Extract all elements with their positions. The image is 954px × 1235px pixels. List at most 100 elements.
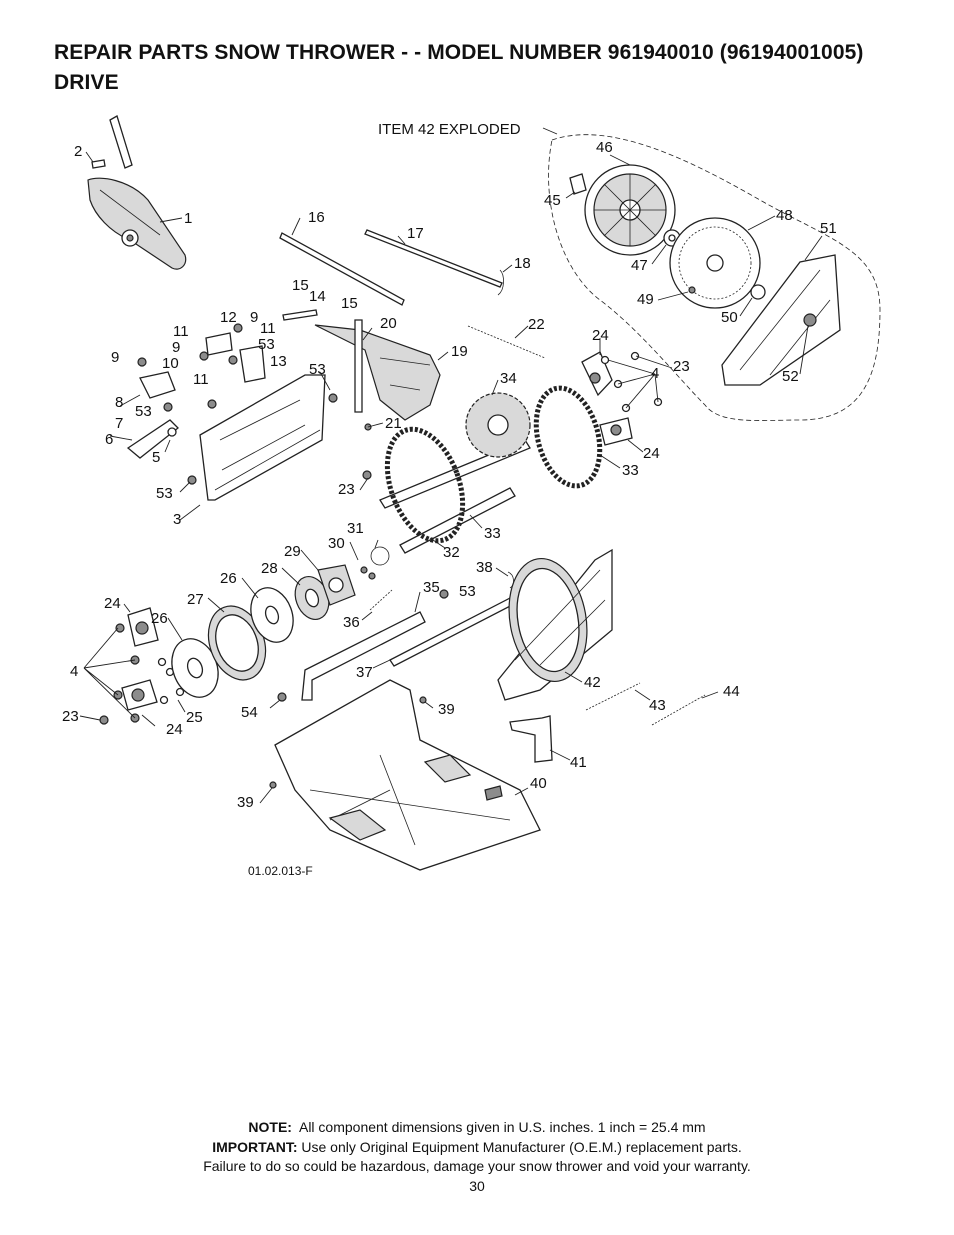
callout-31: 31: [347, 520, 364, 537]
callout-53c: 53: [135, 403, 152, 420]
important-label: IMPORTANT:: [212, 1139, 298, 1155]
footer-note: NOTE: All component dimensions given in …: [0, 1117, 954, 1137]
part-52-nut: [803, 313, 817, 327]
callout-39a: 39: [438, 701, 455, 718]
part-2-screw: [91, 159, 106, 169]
part-19-bracket: [314, 324, 441, 421]
callout-52: 52: [782, 368, 799, 385]
part-3-side-plate: [199, 374, 326, 501]
callout-26a: 26: [220, 570, 237, 587]
callout-numbers: 2 1 16 17 18 15 14 15 12 9 11 11 20 22 5…: [62, 139, 837, 811]
part-16-shaft: [279, 232, 405, 306]
part-6-arm: [126, 419, 179, 459]
part-35-bracket: [301, 611, 426, 701]
callout-34: 34: [500, 370, 517, 387]
title-line-1: REPAIR PARTS SNOW THROWER - - MODEL NUMB…: [54, 41, 864, 64]
part-37-shaft: [389, 596, 517, 667]
part-44-spring: [651, 694, 706, 726]
item-42-exploded-boundary: [548, 134, 881, 421]
part-43-spring: [585, 682, 641, 711]
callout-2: 2: [74, 143, 82, 160]
callout-24d: 24: [166, 721, 183, 738]
callout-24b: 24: [643, 445, 660, 462]
part-33-chain-a: [384, 426, 466, 544]
part-45-bolt: [569, 173, 587, 195]
callout-40: 40: [530, 775, 547, 792]
footer-important: IMPORTANT: Use only Original Equipment M…: [0, 1137, 954, 1157]
callout-20: 20: [380, 315, 397, 332]
callout-26b: 26: [151, 610, 168, 627]
callout-50: 50: [721, 309, 738, 326]
callout-11c: 11: [193, 371, 209, 388]
part-41-bracket: [509, 715, 553, 763]
callout-21: 21: [385, 415, 402, 432]
callout-43: 43: [649, 697, 666, 714]
callout-16: 16: [308, 209, 325, 226]
callout-9b: 9: [172, 339, 180, 356]
callout-23a: 23: [338, 481, 355, 498]
callout-53b: 53: [309, 361, 326, 378]
callout-9a: 9: [250, 309, 258, 326]
callout-29: 29: [284, 543, 301, 560]
part-33-chain-b: [533, 385, 603, 489]
callout-24a: 24: [592, 327, 609, 344]
callout-47: 47: [631, 257, 648, 274]
part-14-link: [282, 309, 318, 321]
callout-22: 22: [528, 316, 545, 333]
callout-53e: 53: [459, 583, 476, 600]
callout-24c: 24: [104, 595, 121, 612]
callout-33b: 33: [622, 462, 639, 479]
callout-4a: 4: [651, 365, 659, 382]
callout-49: 49: [637, 291, 654, 308]
part-38-clip: [507, 571, 514, 589]
callout-35: 35: [423, 579, 440, 596]
callout-23b: 23: [673, 358, 690, 375]
callout-19: 19: [451, 343, 468, 360]
callout-53d: 53: [156, 485, 173, 502]
drawing-reference-code: 01.02.013-F: [248, 864, 313, 878]
important-text: Use only Original Equipment Manufacturer…: [301, 1139, 742, 1155]
callout-37: 37: [356, 664, 373, 681]
callout-38: 38: [476, 559, 493, 576]
callout-25: 25: [186, 709, 203, 726]
callout-44: 44: [723, 683, 740, 700]
part-12-plate: [205, 332, 233, 356]
callout-32: 32: [443, 544, 460, 561]
part-13-bracket: [239, 345, 266, 383]
callout-33a: 33: [484, 525, 501, 542]
callout-9c: 9: [111, 349, 119, 366]
callout-27: 27: [187, 591, 204, 608]
callout-8: 8: [115, 394, 123, 411]
part-20-shaft: [354, 319, 363, 413]
callout-17: 17: [407, 225, 424, 242]
callout-1: 1: [184, 210, 192, 227]
callout-46: 46: [596, 139, 613, 156]
note-text: All component dimensions given in U.S. i…: [298, 1119, 706, 1135]
callout-54: 54: [241, 704, 258, 721]
callout-12: 12: [220, 309, 237, 326]
callout-39b: 39: [237, 794, 254, 811]
callout-15b: 15: [341, 295, 358, 312]
callout-51: 51: [820, 220, 837, 237]
part-18-clip: [497, 269, 504, 296]
footer-warning: Failure to do so could be hazardous, dam…: [203, 1158, 751, 1174]
callout-41: 41: [570, 754, 587, 771]
title-line-2: DRIVE: [54, 71, 119, 94]
leader-lines: [79, 127, 823, 804]
page-title: REPAIR PARTS SNOW THROWER - - MODEL NUMB…: [54, 38, 864, 98]
page-number: 30: [469, 1178, 485, 1194]
callout-45: 45: [544, 192, 561, 209]
callout-28: 28: [261, 560, 278, 577]
callout-7: 7: [115, 415, 123, 432]
part-40-bottom-pan: [274, 679, 541, 871]
callout-6: 6: [105, 431, 113, 448]
callout-48: 48: [776, 207, 793, 224]
callout-30: 30: [328, 535, 345, 552]
callout-5: 5: [152, 449, 160, 466]
callout-4b: 4: [70, 663, 78, 680]
part-50-washer: [750, 284, 766, 300]
callout-42: 42: [584, 674, 601, 691]
part-8-bracket: [139, 371, 176, 399]
part-17-rod: [364, 229, 503, 288]
